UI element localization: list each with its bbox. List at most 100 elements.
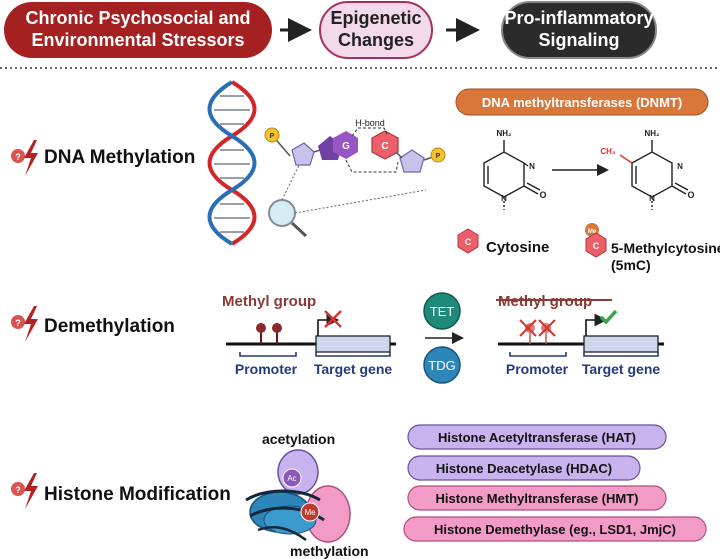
promoter-label: Promoter — [235, 361, 298, 377]
tet-enzyme — [423, 292, 461, 330]
question-icon — [11, 482, 25, 496]
enzyme-pill-demethylase — [403, 516, 707, 542]
target-gene-label-right: Target gene — [582, 361, 661, 377]
cross-icon — [324, 310, 342, 328]
dna-methylation-section: ? DNA Methylation — [11, 80, 720, 273]
target-gene-box — [315, 335, 391, 353]
zoom-line-2 — [294, 189, 427, 214]
hbond-label: H-bond — [355, 118, 385, 128]
mc-n1: N — [649, 194, 655, 203]
sugar-left — [291, 142, 315, 166]
target-gene-box-active — [583, 335, 659, 353]
phosphate-right-icon — [430, 147, 446, 163]
5mc-legend-c: C — [593, 241, 600, 251]
signaling-line1: Pro-inflammatory — [504, 8, 653, 28]
methylation-label: methylation — [290, 543, 369, 559]
cytosine-n1: N — [501, 194, 507, 203]
cross-icon — [538, 319, 556, 337]
methyl-group-label: Methyl group — [222, 293, 316, 310]
epigenetic-pill — [319, 1, 433, 59]
enzyme-demethylase-label: Histone Demethylase (eg., LSD1, JmjC) — [434, 522, 676, 537]
signaling-line2: Signaling — [539, 30, 620, 50]
signaling-pill — [501, 1, 657, 59]
lightning-bolt-icon — [24, 306, 38, 342]
promoter-label-right: Promoter — [506, 361, 569, 377]
phosphate-left-icon — [264, 127, 280, 143]
me-badge-text: Me — [588, 229, 597, 235]
histone-section: ? Histone Modification acetylation methy… — [11, 424, 707, 559]
methyl-pin-icon — [256, 323, 266, 333]
lightning-bolt-icon — [24, 140, 38, 176]
header-flow: Chronic Psychosocial and Environmental S… — [4, 1, 657, 59]
methyl-group-struck-label: Methyl group — [498, 293, 592, 310]
zoom-line-1 — [281, 162, 301, 201]
sugar-right — [399, 149, 425, 173]
demethylation-section: ? Demethylation Methyl group Promoter Ta… — [11, 292, 664, 384]
me-label: Me — [304, 508, 316, 517]
demethylation-label: Demethylation — [44, 316, 175, 337]
methyl-pin-icon — [272, 323, 282, 333]
stressors-line1: Chronic Psychosocial and — [25, 8, 250, 28]
dnmt-label: DNA methyltransferases (DNMT) — [482, 95, 682, 110]
question-icon-text: ? — [15, 485, 21, 495]
enzyme-pill-hat — [407, 424, 667, 450]
cross-icon — [519, 319, 537, 337]
transcription-arrow-active — [585, 313, 608, 336]
cytosine-legend-c: C — [465, 237, 472, 247]
base-g-icon — [333, 131, 358, 159]
dnmt-banner — [455, 88, 709, 116]
epigenetic-line2: Changes — [338, 30, 414, 50]
5mc-legend-icon — [585, 232, 607, 258]
g-label: G — [342, 141, 350, 152]
base-c-icon — [371, 130, 399, 160]
question-icon — [11, 149, 25, 163]
epigenetic-line1: Epigenetic — [330, 8, 421, 28]
hbond-top — [351, 127, 389, 137]
nucleosome-icon — [245, 449, 351, 543]
ac-label: Ac — [287, 474, 296, 483]
magnifier-handle — [290, 221, 308, 238]
hbond-bottom — [345, 159, 399, 173]
nucleotide-pair: H-bond G C — [271, 118, 437, 173]
ac-mark-icon — [282, 468, 302, 488]
dna-methylation-label: DNA Methylation — [44, 147, 195, 168]
target-gene-label: Target gene — [314, 361, 393, 377]
enzyme-pill-hdac — [407, 455, 641, 481]
tdg-enzyme — [423, 346, 461, 384]
cytosine-n3: N — [529, 162, 535, 171]
cytosine-nh2: NH₂ — [496, 129, 512, 138]
magnifier-icon — [268, 199, 296, 227]
question-icon — [11, 315, 25, 329]
histone-label: Histone Modification — [44, 484, 231, 505]
5mc-label-line1: 5-Methylcytosine — [611, 240, 720, 256]
question-icon-text: ? — [15, 152, 21, 162]
me-mark-icon — [300, 502, 320, 522]
mc-n3: N — [677, 162, 683, 171]
acetylation-label: acetylation — [262, 431, 335, 447]
enzyme-pill-hmt — [407, 485, 667, 511]
methylcytosine-structure — [619, 140, 689, 210]
enzyme-hat-label: Histone Acetyltransferase (HAT) — [438, 430, 636, 445]
mc-ch3: CH₃ — [600, 147, 616, 156]
enzyme-hmt-label: Histone Methyltransferase (HMT) — [436, 491, 639, 506]
c-label: C — [381, 141, 388, 152]
mc-nh2: NH₂ — [644, 129, 660, 138]
stressors-pill — [4, 2, 272, 58]
cytosine-structure — [483, 140, 541, 210]
dna-helix-icon — [207, 80, 257, 246]
transcription-arrow — [317, 313, 340, 336]
stressors-line2: Environmental Stressors — [31, 30, 244, 50]
tet-label: TET — [430, 304, 455, 319]
tdg-label: TDG — [428, 358, 455, 373]
phosphate-right-label: P — [436, 153, 441, 160]
enzyme-hdac-label: Histone Deacetylase (HDAC) — [436, 461, 612, 476]
lightning-bolt-icon — [24, 473, 38, 509]
check-icon — [599, 309, 618, 325]
phosphate-left-label: P — [270, 133, 275, 140]
mc-o: O — [687, 190, 694, 200]
cytosine-o: O — [539, 190, 546, 200]
cytosine-label: Cytosine — [486, 239, 549, 256]
question-icon-text: ? — [15, 318, 21, 328]
cytosine-legend-icon — [457, 228, 479, 254]
